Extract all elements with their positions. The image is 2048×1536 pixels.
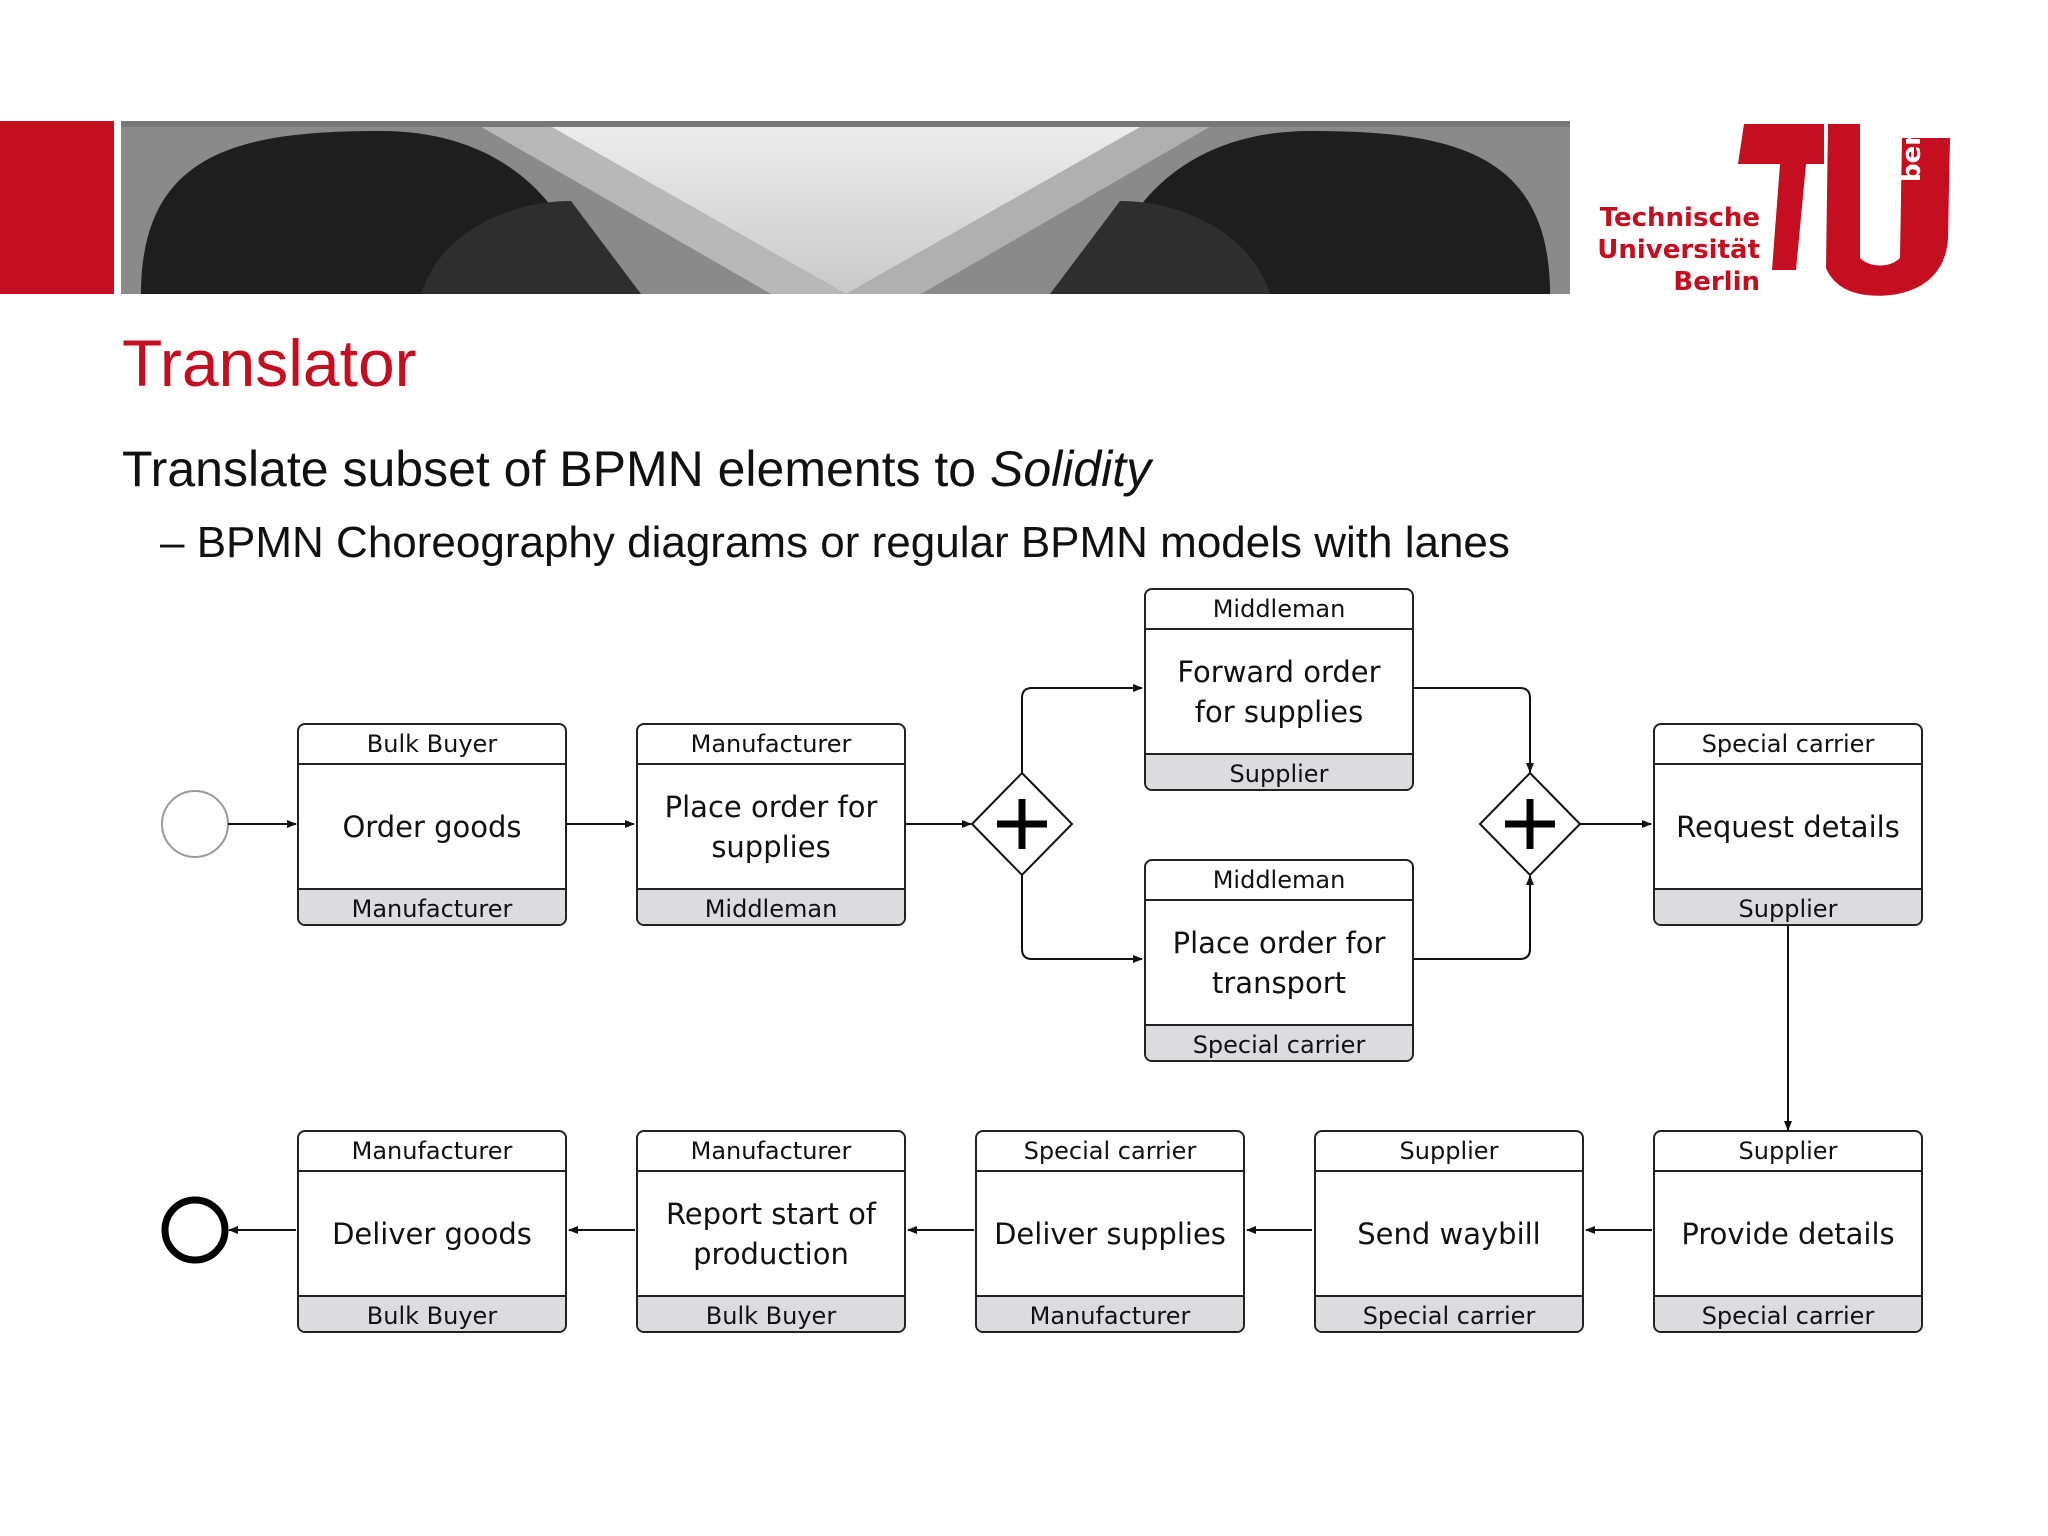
task-request-details: Special carrier Request details Supplier: [1653, 723, 1923, 926]
task-participant: Bulk Buyer: [299, 1295, 565, 1331]
task-initiator: Bulk Buyer: [299, 725, 565, 765]
task-participant: Manufacturer: [299, 888, 565, 924]
logo-line-2: Universität: [1597, 235, 1760, 265]
task-initiator: Middleman: [1146, 590, 1412, 630]
bullet-1: Translate subset of BPMN elements to Sol…: [122, 440, 1151, 498]
logo-wordmark: Technische Universität Berlin: [1597, 202, 1760, 298]
end-event: [161, 1196, 229, 1264]
task-participant: Middleman: [638, 888, 904, 924]
header-banner-image: [121, 121, 1570, 294]
tu-berlin-logo: Technische Universität Berlin berlin: [1597, 97, 1950, 308]
task-name: Deliver supplies: [994, 1216, 1226, 1251]
bullet-1-emphasis: Solidity: [989, 441, 1152, 497]
logo-line-3: Berlin: [1673, 267, 1760, 297]
task-name: Send waybill: [1357, 1216, 1541, 1251]
logo-line-1: Technische: [1599, 203, 1760, 233]
task-order-goods: Bulk Buyer Order goods Manufacturer: [297, 723, 567, 926]
task-initiator: Special carrier: [1655, 725, 1921, 765]
task-participant: Special carrier: [1316, 1295, 1582, 1331]
task-name: Report start of production: [665, 1196, 877, 1271]
task-name: Request details: [1676, 809, 1900, 844]
task-provide-details: Supplier Provide details Special carrier: [1653, 1130, 1923, 1333]
task-participant: Bulk Buyer: [638, 1295, 904, 1331]
task-name: Order goods: [342, 809, 522, 844]
tu-logo-mark: [1738, 124, 1950, 296]
slide-title: Translator: [122, 326, 417, 400]
task-deliver-goods: Manufacturer Deliver goods Bulk Buyer: [297, 1130, 567, 1333]
task-participant: Special carrier: [1655, 1295, 1921, 1331]
task-name: Deliver goods: [332, 1216, 532, 1251]
task-place-order-transport: Middleman Place order for transport Spec…: [1144, 859, 1414, 1062]
task-name: Forward order for supplies: [1177, 654, 1381, 729]
start-event: [161, 790, 229, 858]
flow-t4-to-join: [1414, 875, 1534, 960]
task-initiator: Manufacturer: [638, 725, 904, 765]
bullet-2: – BPMN Choreography diagrams or regular …: [160, 518, 1510, 567]
flow-split-to-t4: [1021, 875, 1143, 963]
task-report-start-production: Manufacturer Report start of production …: [636, 1130, 906, 1333]
task-initiator: Supplier: [1316, 1132, 1582, 1172]
task-initiator: Manufacturer: [638, 1132, 904, 1172]
task-participant: Supplier: [1655, 888, 1921, 924]
task-forward-order-supplies: Middleman Forward order for supplies Sup…: [1144, 588, 1414, 791]
task-initiator: Supplier: [1655, 1132, 1921, 1172]
task-initiator: Manufacturer: [299, 1132, 565, 1172]
task-participant: Supplier: [1146, 753, 1412, 789]
task-initiator: Middleman: [1146, 861, 1412, 901]
task-deliver-supplies: Special carrier Deliver supplies Manufac…: [975, 1130, 1245, 1333]
task-name: Place order for transport: [1172, 925, 1386, 1000]
task-initiator: Special carrier: [977, 1132, 1243, 1172]
task-participant: Manufacturer: [977, 1295, 1243, 1331]
task-name: Place order for supplies: [664, 789, 878, 864]
flow-split-to-t3: [1021, 684, 1143, 773]
task-name: Provide details: [1681, 1216, 1895, 1251]
task-send-waybill: Supplier Send waybill Special carrier: [1314, 1130, 1584, 1333]
bullet-1-text: Translate subset of BPMN elements to: [122, 441, 990, 497]
header-red-block: [0, 121, 114, 294]
flow-t3-to-join: [1414, 687, 1534, 773]
task-place-order-supplies: Manufacturer Place order for supplies Mi…: [636, 723, 906, 926]
task-participant: Special carrier: [1146, 1024, 1412, 1060]
